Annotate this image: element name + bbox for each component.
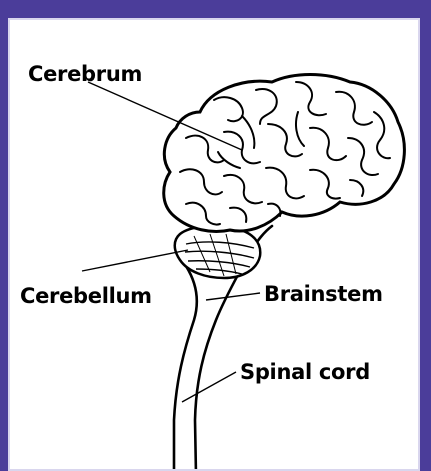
spinal-cord-label: Spinal cord (240, 360, 370, 384)
brainstem-leader (206, 293, 260, 300)
cerebrum-label: Cerebrum (28, 62, 142, 86)
spinal-cord-leader (182, 372, 236, 402)
cerebrum-shape (164, 75, 405, 232)
brainstem-label: Brainstem (264, 282, 383, 306)
cerebellum-label: Cerebellum (20, 284, 152, 308)
diagram-panel: Cerebrum Cerebellum Brainstem Spinal cor… (8, 18, 420, 471)
cerebellum-leader (82, 250, 188, 271)
brain-illustration (10, 20, 420, 471)
